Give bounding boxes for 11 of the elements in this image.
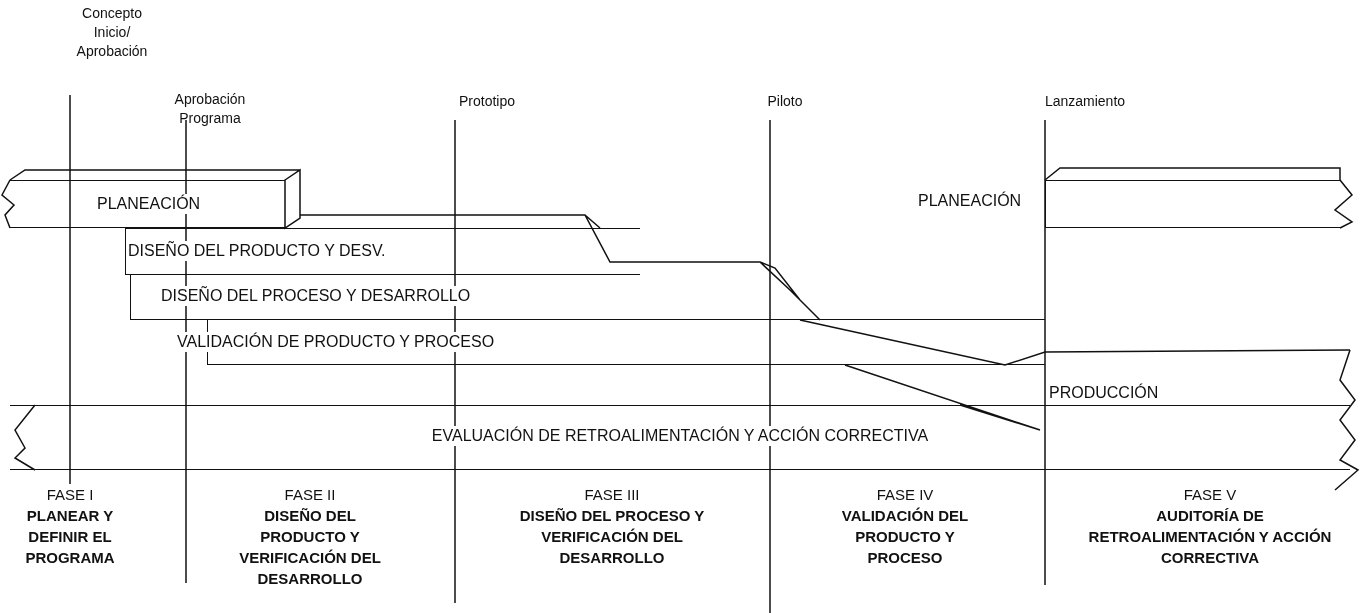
timeline-band	[125, 228, 640, 275]
milestone-label: Lanzamiento	[1043, 92, 1127, 111]
timeline-band	[130, 275, 1045, 320]
timeline-band	[10, 405, 1350, 470]
timeline-band	[10, 180, 285, 228]
band-label: VALIDACIÓN DE PRODUCTO Y PROCESO	[175, 332, 497, 352]
band-label: DISEÑO DEL PROCESO Y DESARROLLO	[159, 286, 473, 306]
milestone-label: Prototipo	[457, 92, 516, 111]
milestone-label: Concepto Inicio/ Aprobación	[75, 4, 149, 61]
milestone-label: Piloto	[766, 92, 804, 111]
milestone-label: Aprobación Programa	[173, 90, 247, 128]
